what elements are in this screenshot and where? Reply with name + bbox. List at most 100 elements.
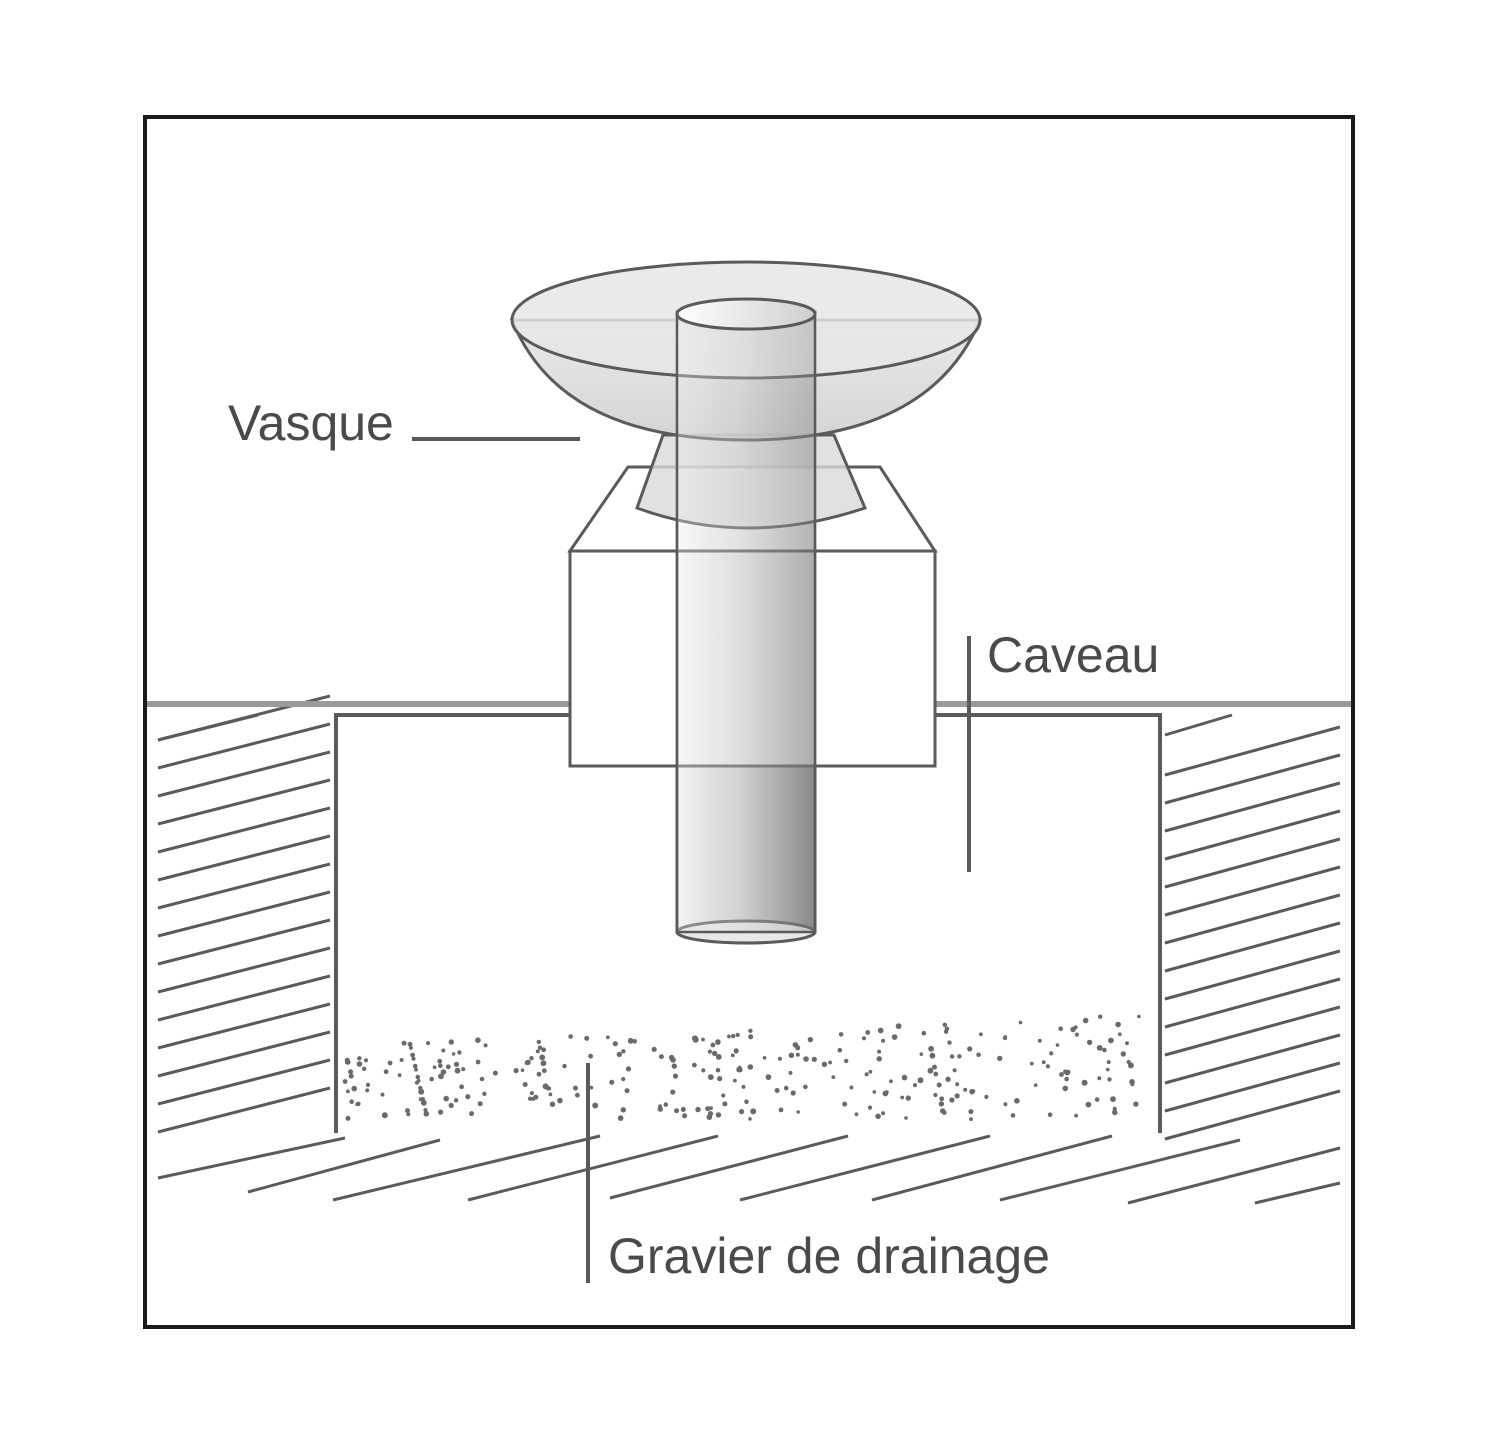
hatch-stroke [247, 1138, 441, 1194]
gravel-dot [1003, 1102, 1008, 1107]
gravel-dot [875, 1113, 881, 1120]
gravel-dot [747, 1064, 754, 1070]
gravel-dot [1010, 1113, 1016, 1118]
gravel-dot [711, 1050, 718, 1057]
gravel-dot [383, 1069, 389, 1075]
gravel-dot [1045, 1064, 1050, 1069]
gravel-dot [748, 1034, 754, 1040]
gravel-dot [1117, 1032, 1122, 1037]
gravel-dot [365, 1082, 371, 1087]
gravel-dot [342, 1079, 348, 1084]
gravel-dot [621, 1077, 626, 1082]
gravel-dot [658, 1054, 664, 1060]
gravel-dot [549, 1101, 556, 1107]
gravel-dot [1002, 1035, 1008, 1041]
gravel-dot [671, 1063, 677, 1069]
gravel-dot [1098, 1014, 1103, 1019]
gravel-dot [715, 1039, 721, 1045]
gravel-dot [783, 1085, 789, 1091]
gravel-dot [1082, 1017, 1089, 1024]
gravel-dot [748, 1117, 752, 1121]
gravel-dot [461, 1067, 466, 1072]
gravel-dot [917, 1077, 924, 1084]
gravel-dot [438, 1063, 443, 1069]
gravel-dot [727, 1034, 731, 1039]
gravel-dot [904, 1116, 908, 1120]
gravel-dot [1112, 1109, 1118, 1116]
gravel-dot [1049, 1051, 1054, 1056]
gravel-dot [733, 1048, 739, 1054]
gravel-dot [365, 1088, 370, 1093]
gravel-dot [864, 1072, 869, 1077]
gravel-dot [592, 1102, 599, 1109]
hatch-stroke [1164, 977, 1341, 1029]
hatch-stroke [157, 862, 331, 910]
hatch-stroke [157, 974, 331, 1022]
gravel-dot [483, 1043, 488, 1048]
gravel-dot [695, 1106, 701, 1113]
gravel-dot [529, 1091, 534, 1096]
gravel-dot [750, 1108, 757, 1115]
gravel-dot [929, 1052, 936, 1059]
gravel-dot [399, 1058, 404, 1062]
gravel-dot [876, 1056, 882, 1062]
gravel-dot [954, 1093, 960, 1099]
gravel-dot [416, 1078, 421, 1083]
gravel-dot [465, 1094, 471, 1100]
gravel-dot [947, 1040, 952, 1045]
gravel-dot [387, 1060, 393, 1066]
gravel-dot [741, 1084, 746, 1089]
gravel-dot [811, 1056, 817, 1062]
gravel-dot [440, 1069, 447, 1075]
gravel-dot [842, 1101, 848, 1107]
gravel-dot [940, 1108, 946, 1114]
hatch-stroke [1164, 837, 1341, 889]
gravel-dot [715, 1067, 721, 1073]
hatch-stroke [739, 1134, 991, 1202]
gravel-dot [905, 1095, 911, 1101]
hatch-stroke [157, 1030, 331, 1078]
hatch-stroke [157, 890, 331, 938]
gravel-dot [363, 1058, 369, 1063]
gravel-dot [715, 1112, 722, 1118]
gravel-dot [536, 1039, 541, 1045]
hatch-stroke [1164, 713, 1233, 737]
hatch-stroke [1164, 809, 1341, 861]
gravel-dot [405, 1108, 410, 1114]
gravel-dot [701, 1037, 705, 1042]
gravel-dot [475, 1037, 481, 1043]
gravel-dot [432, 1065, 437, 1070]
gravel-dot [1096, 1045, 1103, 1051]
gravel-dot [1055, 1043, 1060, 1047]
gravel-dot [838, 1032, 844, 1037]
gravel-dot [792, 1042, 799, 1048]
gravel-dot [1115, 1021, 1121, 1028]
gravel-dot [616, 1051, 622, 1058]
gravel-dot [765, 1074, 772, 1080]
gravel-dot [539, 1054, 546, 1061]
gravel-dot [881, 1038, 886, 1043]
gravel-dot [670, 1057, 676, 1063]
gravel-dot [420, 1099, 427, 1106]
gravel-dot [1037, 1038, 1042, 1043]
gravel-dot [1102, 1047, 1107, 1053]
hatch-stroke [157, 946, 331, 994]
gravel-dot [733, 1078, 737, 1083]
gravel-dot [844, 1058, 849, 1064]
hatch-stroke [1164, 1089, 1341, 1141]
hatch-stroke [157, 1058, 331, 1106]
gravel-dot [778, 1107, 784, 1113]
gravel-dot [1108, 1037, 1114, 1044]
hatch-stroke [157, 750, 331, 798]
gravel-dot [406, 1112, 411, 1117]
gravel-dot [739, 1109, 745, 1115]
gravel-dot [454, 1067, 461, 1074]
gravel-dot [933, 1092, 938, 1098]
gravel-dot [349, 1099, 355, 1104]
gravel-dot [807, 1036, 814, 1043]
gravel-dot [438, 1073, 444, 1080]
gravel-dot [868, 1069, 873, 1074]
gravel-dot [774, 1088, 780, 1093]
gravel-dot [1110, 1096, 1116, 1102]
